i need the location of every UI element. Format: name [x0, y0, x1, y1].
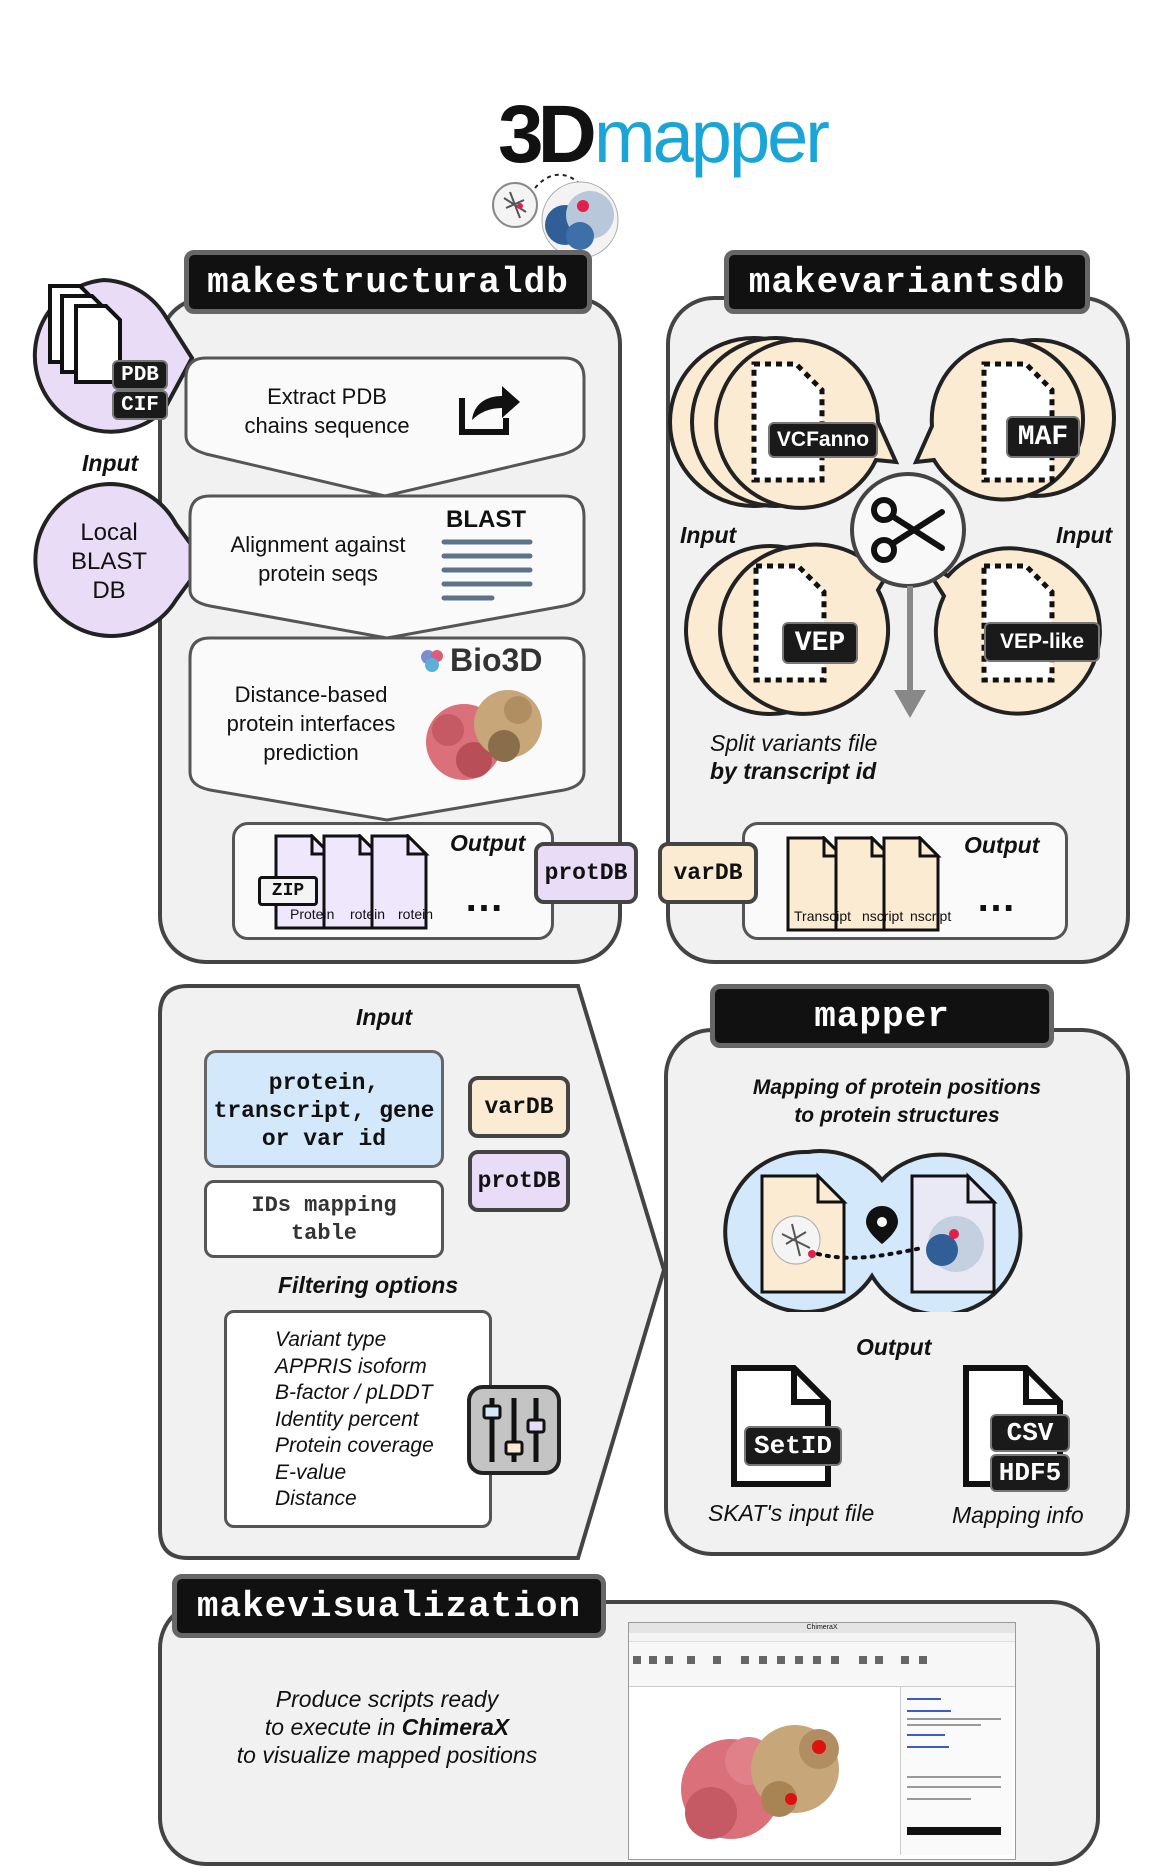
- split-text-line1: Split variants file: [710, 730, 878, 756]
- logo-protein-icon: [492, 173, 619, 259]
- variant-file-2: nscript: [862, 908, 904, 924]
- chimerax-log-lines: [907, 1698, 1001, 1835]
- variant-output-label: Output: [964, 832, 1040, 858]
- chimerax-toolbar-icons: [633, 1656, 927, 1664]
- logo-text-blue: mapper: [594, 95, 830, 178]
- logo: 3D mapper: [498, 88, 838, 198]
- filter-option: Distance: [275, 1487, 357, 1510]
- ids-input-box: protein, transcript, gene or var id: [204, 1050, 444, 1168]
- cif-label: CIF: [112, 390, 168, 420]
- variant-more-dots: …: [976, 876, 1020, 920]
- csv-label: CSV: [990, 1414, 1070, 1452]
- hdf5-label: HDF5: [990, 1454, 1070, 1492]
- step-alignment-shape: [188, 494, 586, 640]
- blast-alignment-icon: [441, 539, 533, 601]
- chimerax-titlebar: ChimeraX: [629, 1623, 1015, 1633]
- local-blast-bubble: [33, 481, 207, 638]
- bio3d-tool-label: Bio3D: [450, 642, 543, 678]
- variant-input-label-left: Input: [680, 522, 737, 548]
- vardb-output: varDB: [658, 842, 758, 904]
- chimerax-log-pane: [900, 1687, 1013, 1855]
- chimerax-title: ChimeraX: [806, 1624, 838, 1631]
- vep-like-label: VEP-like: [984, 622, 1100, 662]
- setid-caption: SKAT's input file: [708, 1500, 875, 1526]
- chimerax-toolbar: [629, 1642, 1015, 1687]
- sliders-icon: [467, 1385, 561, 1475]
- protdb-output: protDB: [534, 842, 638, 904]
- viz-desc-chimerax: ChimeraX: [401, 1714, 510, 1740]
- makestructuraldb-title: makestructuraldb: [184, 250, 592, 314]
- filter-option: B-factor / pLDDT: [275, 1381, 433, 1404]
- filtering-options-box: Variant type APPRIS isoform B-factor / p…: [224, 1310, 492, 1528]
- vardb-input: varDB: [468, 1076, 570, 1138]
- variant-output-files: [786, 836, 942, 932]
- viz-desc-line2: to execute in ChimeraX: [194, 1714, 580, 1741]
- step-extract-shape: [184, 356, 586, 498]
- mapping-info-caption: Mapping info: [952, 1502, 1084, 1528]
- mapper-desc-line1: Mapping of protein positions: [752, 1076, 1042, 1099]
- variant-file-1: Transcipt: [794, 908, 852, 924]
- split-text-line2: by transcript id: [710, 758, 877, 784]
- blast-tool-label: BLAST: [446, 506, 526, 533]
- filter-option: Protein coverage: [275, 1434, 434, 1457]
- structural-output-label: Output: [450, 830, 526, 856]
- zip-label: ZIP: [258, 876, 318, 906]
- viz-desc-line3: to visualize mapped positions: [236, 1742, 538, 1768]
- makevisualization-title: makevisualization: [172, 1574, 606, 1638]
- structural-file-1: Protein: [290, 906, 335, 922]
- protein-interface-image: [426, 690, 542, 780]
- step-interfaces-text: Distance-based protein interfaces predic…: [226, 682, 396, 765]
- scissors-icon: [871, 497, 945, 563]
- structural-input-label: Input: [82, 450, 139, 476]
- mapping-graphic: [723, 1149, 1023, 1312]
- ids-mapping-table: IDs mapping table: [204, 1180, 444, 1258]
- step-interfaces-shape: [188, 636, 586, 822]
- filter-option: E-value: [275, 1460, 347, 1484]
- variant-file-3: nscript: [910, 908, 952, 924]
- mapper-desc-line2: to protein structures: [794, 1104, 1000, 1127]
- viz-desc-line2-pre: to execute in: [264, 1714, 402, 1740]
- filtering-options-label: Filtering options: [278, 1272, 459, 1298]
- vcfanno-label: VCFanno: [768, 422, 878, 458]
- pdb-cif-input-bubble: [32, 277, 195, 434]
- viz-desc-line1: Produce scripts ready: [275, 1686, 499, 1712]
- chimerax-protein-view: [681, 1725, 839, 1839]
- vep-label: VEP: [782, 622, 858, 664]
- protdb-input: protDB: [468, 1150, 570, 1212]
- logo-text-dark: 3D: [498, 89, 597, 180]
- pdb-label: PDB: [112, 360, 168, 390]
- filter-option: Identity percent: [275, 1407, 419, 1431]
- chimerax-menubar: [629, 1633, 1015, 1642]
- step-alignment-text: Alignment against protein seqs: [230, 532, 406, 586]
- step-extract-text: Extract PDB chains sequence: [244, 384, 410, 438]
- structural-file-3: rotein: [398, 906, 434, 922]
- filter-option: Variant type: [275, 1328, 387, 1351]
- filter-input-label: Input: [356, 1004, 413, 1030]
- local-blast-label: Local BLAST DB: [70, 519, 148, 604]
- mapper-output-label: Output: [856, 1334, 932, 1360]
- export-icon: [459, 386, 520, 435]
- variant-input-label-right: Input: [1056, 522, 1113, 548]
- bio3d-logo-icon: [421, 650, 443, 672]
- structural-more-dots: …: [464, 876, 508, 920]
- mapper-title: mapper: [710, 984, 1054, 1048]
- chimerax-screenshot: ChimeraX: [628, 1622, 1016, 1860]
- filter-option: APPRIS isoform: [275, 1354, 427, 1378]
- maf-label: MAF: [1006, 416, 1080, 458]
- makevariantsdb-title: makevariantsdb: [724, 250, 1090, 314]
- setid-label: SetID: [744, 1426, 842, 1466]
- structural-file-2: rotein: [350, 906, 386, 922]
